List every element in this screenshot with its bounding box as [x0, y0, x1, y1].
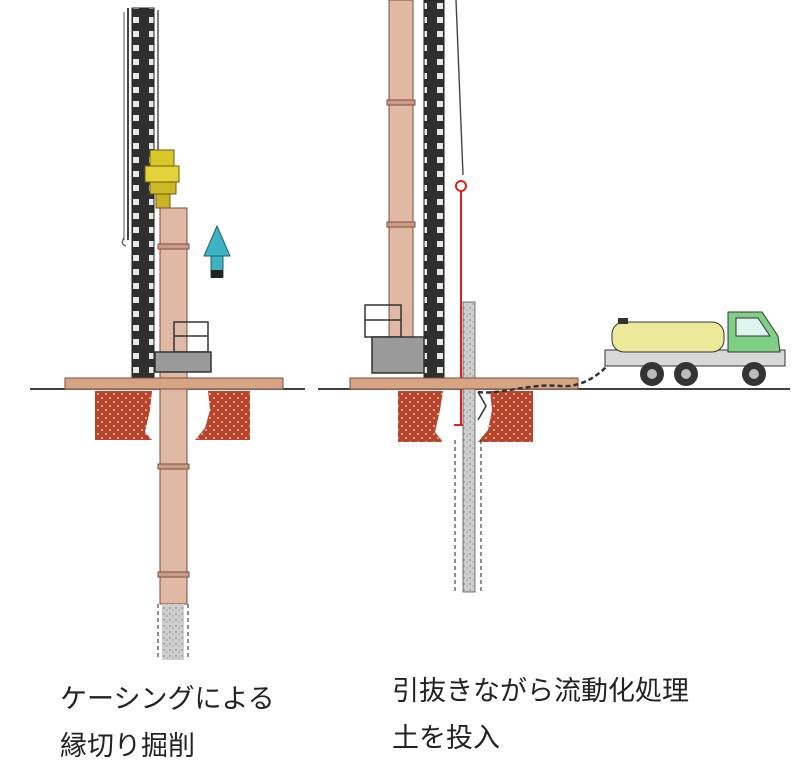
platform-right — [349, 377, 579, 390]
mixer-truck-icon — [604, 311, 786, 386]
caption-left-line1: ケーシングによる — [60, 684, 275, 715]
soil-block-left-a — [95, 391, 152, 440]
casing-left — [157, 207, 190, 605]
platform-left — [64, 377, 284, 390]
caption-right-line1: 引抜きながら流動化処理 — [392, 676, 689, 707]
grout-column-left — [162, 604, 184, 660]
soil-block-left-b — [195, 391, 250, 440]
left-scene — [30, 7, 305, 660]
casing-right — [386, 0, 416, 373]
guide-frame-left — [154, 321, 212, 373]
grout-column-right — [462, 301, 476, 593]
drive-head — [144, 149, 180, 209]
fill-hose-outlet — [477, 391, 487, 421]
soil-block-right-a — [398, 391, 443, 442]
rope-ring — [455, 180, 467, 192]
guide-frame-right — [364, 304, 425, 374]
up-arrow-icon — [203, 224, 231, 278]
right-scene — [318, 0, 790, 593]
fill-hose — [477, 359, 613, 394]
caption-right-line2: 土を投入 — [392, 723, 500, 754]
leader-mast-right — [423, 0, 445, 379]
soil-block-right-b — [478, 391, 533, 442]
hoist-wire-right — [455, 0, 464, 176]
hook-left — [121, 237, 127, 247]
caption-left-line2: 縁切り掘削 — [60, 731, 195, 762]
construction-diagram — [30, 0, 790, 660]
